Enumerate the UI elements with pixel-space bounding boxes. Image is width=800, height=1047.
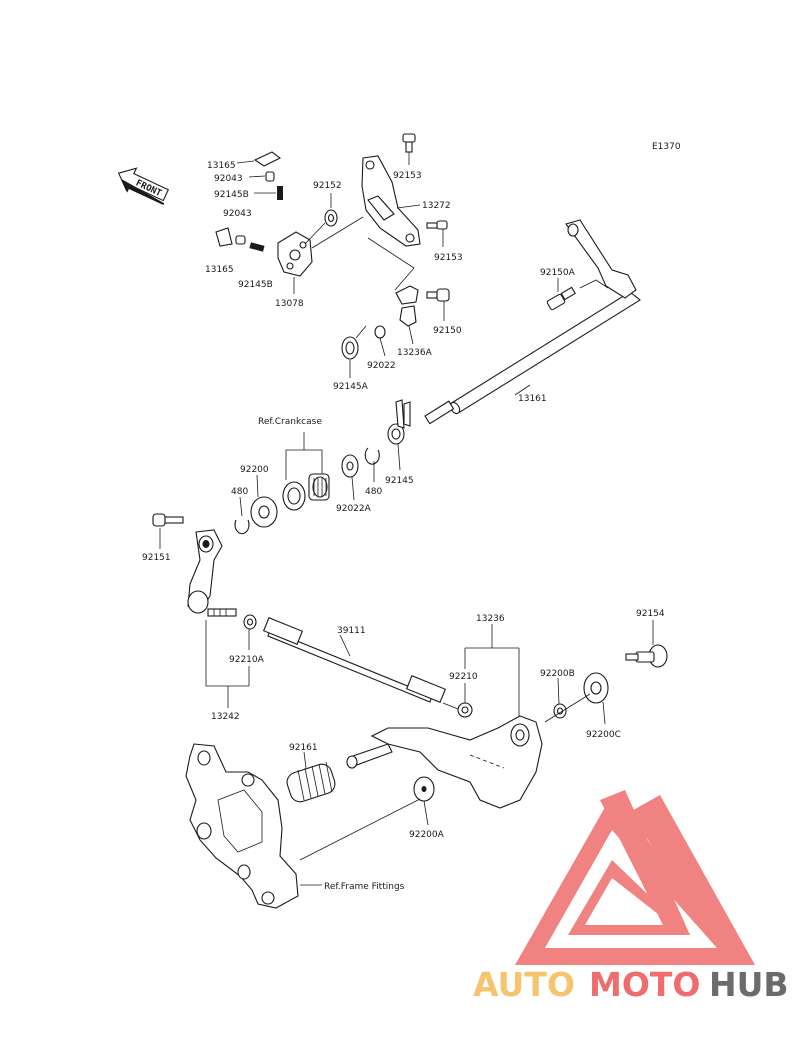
watermark-logo-triangle [515,790,755,965]
part-13272-shape [361,155,421,247]
label-92022a: 92022A [336,504,372,514]
label-92022: 92022 [367,361,396,371]
label-92151: 92151 [142,553,171,563]
label-92153-mid: 92153 [434,253,463,263]
label-13161: 13161 [518,394,547,404]
label-92210: 92210 [449,672,478,682]
watermark-hub: HUB [709,965,789,1004]
part-13236a-shape [395,285,419,327]
label-92210a: 92210A [229,655,265,665]
label-39111: 39111 [337,626,366,636]
rubber-peg-92161 [286,751,336,803]
label-92145b-low: 92145B [238,280,273,290]
watermark: AUTO MOTO HUB [473,790,789,1004]
watermark-moto: MOTO [589,965,700,1004]
label-92043-top: 92043 [214,174,243,184]
label-92145a: 92145A [333,382,369,392]
oil-seal-shape [282,481,306,511]
label-92161: 92161 [289,743,318,753]
part-13078-shape [277,231,313,277]
shift-rod-39111 [262,617,459,710]
label-92145b-top: 92145B [214,190,249,200]
label-13165-top: 13165 [207,161,236,171]
bolt-92153-mid [426,220,448,230]
label-ref-frame-fittings: Ref.Frame Fittings [324,882,405,892]
label-13236a: 13236A [397,348,433,358]
label-92150: 92150 [433,326,462,336]
label-92150a: 92150A [540,268,576,278]
label-92200-top: 92200 [240,465,269,475]
bolt-92150 [426,288,450,302]
shift-pedal-13236 [346,620,668,826]
frame-bracket [185,743,421,909]
label-480-left: 480 [231,487,248,497]
bolt-92150a [546,286,576,311]
label-13236: 13236 [476,614,505,624]
shift-arm-13242 [152,513,257,708]
label-92154: 92154 [636,609,665,619]
label-480-right: 480 [365,487,382,497]
shift-shaft-13161 [387,219,641,471]
label-13078: 13078 [275,299,304,309]
needle-bearing-shape [308,473,330,501]
shift-drum-cam-cluster [215,133,450,378]
label-92153-top: 92153 [393,171,422,181]
label-92200c: 92200C [586,730,621,740]
bolt-92151 [152,513,184,527]
front-arrow-icon: FRONT [117,167,170,206]
label-13165-low: 13165 [205,265,234,275]
spring-92145a [341,325,367,360]
label-92200a: 92200A [409,830,445,840]
label-13272: 13272 [422,201,451,211]
spring-92145 [387,399,411,445]
watermark-auto: AUTO [473,965,575,1004]
bolt-92153-top [402,133,416,153]
part-13165-top-shape [253,151,282,167]
spring-92145b-top [277,186,283,200]
label-13242: 13242 [211,712,240,722]
label-92152: 92152 [313,181,342,191]
diagram-code: E1370 [652,142,681,152]
label-ref-crankcase: Ref.Crankcase [258,417,322,427]
label-92145: 92145 [385,476,414,486]
part-labels: 13165 92043 92145B 92043 13165 92145B 13… [142,161,665,892]
bolt-92154 [625,644,668,668]
crankcase-seal-cluster [234,432,380,535]
label-92043-mid: 92043 [223,209,252,219]
label-92200b: 92200B [540,669,575,679]
